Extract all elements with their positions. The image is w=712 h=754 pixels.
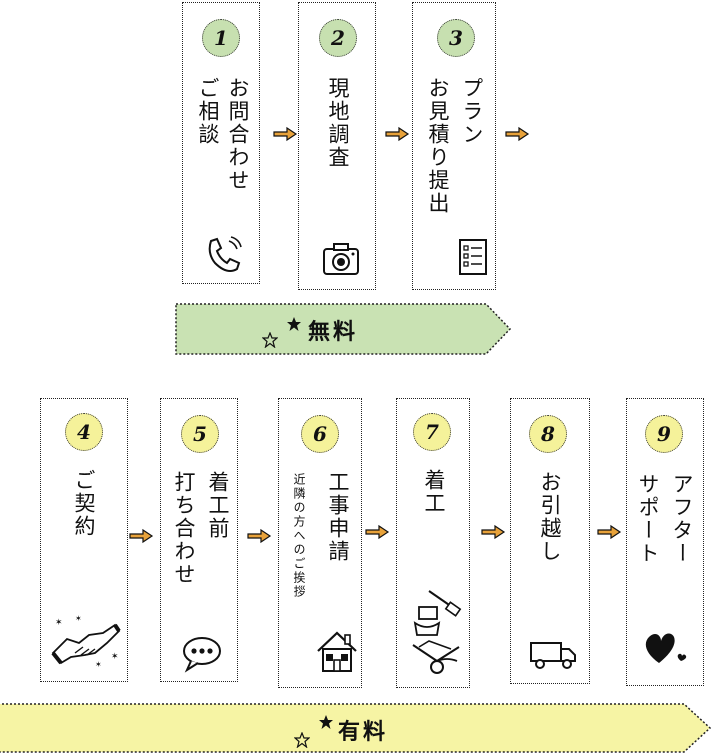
step-title-line-1: 現地調査 [326, 77, 350, 169]
handshake-icon: ✶ ✶ ✶ ✶ [51, 614, 121, 669]
flow-arrow [385, 126, 410, 142]
step-number: 5 [193, 422, 207, 446]
star-filled-icon [319, 715, 333, 729]
speech-bubble-icon [183, 637, 221, 673]
step-number: 4 [77, 420, 91, 444]
svg-text:✶: ✶ [111, 652, 119, 662]
step-number-badge: 6 [301, 415, 339, 453]
step-number-badge: 8 [529, 415, 567, 453]
camera-icon [323, 243, 359, 275]
step-number-badge: 2 [319, 19, 357, 57]
step-title-line-1: お問合わせ [226, 77, 250, 192]
svg-text:✶: ✶ [55, 618, 63, 628]
flow-arrow [481, 524, 506, 540]
flow-arrow [247, 528, 272, 544]
step-subtitle: 近隣の方へのご挨拶 [292, 473, 306, 599]
step-title-line-1: 着工 [422, 469, 446, 515]
free-banner [175, 303, 512, 355]
paid-banner [0, 703, 712, 753]
step-title-line-2: 打ち合わせ [172, 471, 196, 586]
step-card-1: 1 お問合わせ ご相談 [182, 2, 260, 284]
step-card-4: 4 ご契約 ✶ ✶ ✶ ✶ [40, 398, 128, 682]
flow-arrow [597, 524, 622, 540]
step-card-8: 8 お引越し [510, 398, 590, 684]
step-number-badge: 5 [181, 415, 219, 453]
step-number: 9 [657, 422, 671, 446]
flow-arrow [365, 524, 390, 540]
step-number-badge: 3 [437, 19, 475, 57]
step-number: 1 [214, 26, 228, 50]
step-number: 2 [331, 26, 345, 50]
flow-arrow [273, 126, 298, 142]
step-title-line-1: 着工前 [206, 471, 230, 540]
paid-banner-label: 有料 [338, 720, 389, 745]
star-outline-icon [262, 332, 278, 348]
step-number-badge: 1 [202, 19, 240, 57]
step-title-line-1: お引越し [538, 471, 562, 563]
step-title-line-1: ご契約 [72, 469, 96, 538]
step-title-line-1: 工事申請 [326, 471, 350, 563]
step-title-line-2: ご相談 [196, 77, 220, 146]
star-filled-icon [287, 317, 301, 331]
step-card-2: 2 現地調査 [298, 2, 376, 290]
svg-text:✶: ✶ [75, 614, 82, 623]
step-number: 3 [449, 26, 463, 50]
star-outline-icon [294, 732, 310, 748]
svg-text:✶: ✶ [95, 660, 102, 669]
step-number: 7 [425, 420, 439, 444]
step-title-line-1: プラン [460, 77, 484, 146]
step-title-line-2: お見積り提出 [426, 77, 450, 215]
house-icon [317, 631, 357, 672]
truck-icon [530, 642, 576, 669]
flow-arrow [129, 528, 154, 544]
heart-icon [645, 633, 687, 663]
step-number: 6 [313, 422, 327, 446]
step-number: 8 [541, 422, 555, 446]
step-card-6: 6 工事申請 近隣の方へのご挨拶 [278, 398, 362, 688]
step-title-line-1: アフター [670, 473, 694, 565]
step-number-badge: 7 [413, 413, 451, 451]
step-card-9: 9 アフター サポート [626, 398, 704, 686]
construction-tools-icon [412, 590, 462, 674]
step-card-7: 7 着工 [396, 398, 470, 688]
phone-icon [208, 236, 242, 272]
step-card-5: 5 着工前 打ち合わせ [160, 398, 238, 682]
step-number-badge: 9 [645, 415, 683, 453]
document-icon [459, 239, 487, 275]
flow-arrow [505, 126, 530, 142]
step-title-line-2: サポート [636, 473, 660, 565]
free-banner-label: 無料 [308, 320, 359, 345]
step-card-3: 3 プラン お見積り提出 [412, 2, 496, 290]
step-number-badge: 4 [65, 413, 103, 451]
